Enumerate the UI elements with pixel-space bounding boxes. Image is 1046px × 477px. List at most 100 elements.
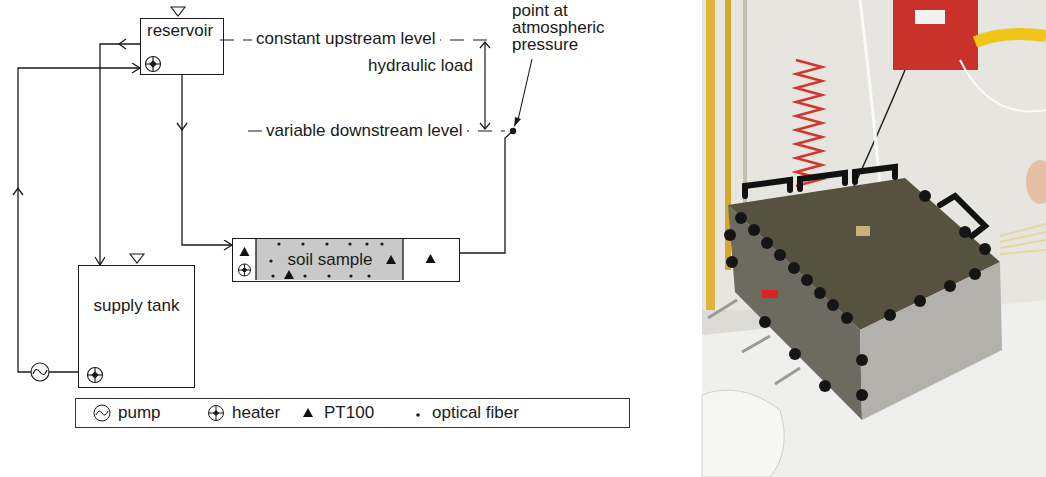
lab-photo-part-part — [856, 354, 868, 366]
lab-photo-part — [702, 0, 1046, 477]
leader-arrow — [514, 59, 532, 127]
lab-photo-part-part — [855, 167, 895, 182]
lab-photo-part-part — [726, 256, 738, 268]
chamber-wall — [255, 239, 256, 280]
lab-photo-part-part — [708, 300, 737, 318]
lab-photo-part-part — [1000, 250, 1046, 254]
pipe-connector — [182, 75, 232, 245]
leader-arrow-part — [514, 117, 521, 127]
flow-chevrons — [13, 39, 187, 195]
lab-photo-part-part — [814, 287, 826, 299]
pump-symbol-part — [31, 363, 49, 381]
heater-symbol — [88, 57, 161, 383]
legend-label: heater — [232, 403, 280, 423]
pump-symbol — [31, 363, 49, 381]
lab-photo-part-part — [801, 274, 813, 286]
heater-symbol-part — [150, 61, 156, 67]
lab-photo-part-part — [735, 212, 747, 224]
water-level-symbol-part — [130, 254, 144, 263]
hydraulic-load-arrow-part — [484, 42, 485, 129]
lab-photo-part-part — [742, 336, 770, 352]
water-level-symbol-part — [171, 7, 185, 16]
lab-photo-part-part — [761, 237, 773, 249]
lab-photo-part — [1026, 160, 1046, 204]
leader-arrow-part — [518, 59, 532, 120]
level-label: variable downstream level — [262, 121, 467, 141]
legend-symbol-part — [94, 405, 110, 421]
hydraulic-load-arrow-part — [480, 42, 490, 48]
optical-fiber-dot — [327, 274, 330, 277]
legend-box: pumpheaterPT100optical fiber — [75, 398, 630, 428]
lab-photo-part — [893, 0, 978, 70]
legend-symbol-part — [416, 413, 420, 417]
water-level-symbol — [130, 7, 185, 263]
lab-photo-part-part — [759, 316, 771, 328]
pt100-sensor — [426, 254, 436, 263]
lab-photo-part-part — [979, 243, 991, 255]
lab-photo-part — [856, 226, 870, 236]
legend-symbol-part — [209, 406, 224, 421]
legend-symbol-part — [96, 411, 108, 415]
lab-photo-part-part — [788, 262, 800, 274]
heater-symbol-part — [92, 372, 98, 378]
legend-symbol-part — [303, 408, 313, 417]
node-title: soil sample — [287, 250, 372, 270]
optical-fiber-dot — [380, 242, 383, 245]
lab-photo-part-part — [969, 268, 981, 280]
hydraulic-load-arrow-part — [480, 123, 490, 129]
node-title: supply tank — [94, 296, 180, 316]
legend-entry: optical fiber — [406, 399, 519, 427]
pt100-sensor — [240, 247, 250, 256]
lab-photo-part-part — [856, 389, 868, 401]
optical-fiber-dot — [271, 274, 274, 277]
supply-tank-box: supply tank — [78, 265, 195, 388]
lab-photo-part-part — [1000, 240, 1046, 248]
lab-photo-part — [860, 262, 1002, 420]
lab-photo-part — [975, 34, 1046, 42]
optical-fiber-dot — [349, 274, 352, 277]
lab-photo-part — [762, 290, 778, 298]
lab-photo-part-part — [819, 380, 831, 392]
optical-fiber-dot — [367, 274, 370, 277]
heater-symbol-part — [239, 264, 251, 276]
lab-photo-part-part — [774, 249, 786, 261]
lab-photo-part-part — [884, 309, 896, 321]
reservoir-box: reservoir — [140, 18, 224, 75]
optical-fiber-dot — [269, 259, 272, 262]
level-label: constant upstream level — [252, 29, 440, 49]
lab-photo-part — [960, 60, 1046, 111]
lab-photo-part-part — [789, 348, 801, 360]
heater-symbol-part — [146, 57, 161, 72]
heater-symbol — [239, 264, 251, 276]
legend-entry: pump — [92, 399, 161, 427]
lab-photo-part — [708, 300, 800, 384]
pt100-sensor — [284, 270, 294, 279]
soil-fill — [256, 239, 403, 280]
lab-photo-part-part — [800, 173, 845, 189]
heater-symbol-part — [88, 368, 103, 383]
lab-photo-part-part — [959, 226, 971, 238]
pump-symbol-part — [33, 369, 47, 374]
heater-symbol-part — [242, 268, 247, 273]
optical-fiber-dot — [301, 242, 304, 245]
pt100-sensor — [386, 255, 396, 264]
legend-symbol — [298, 403, 318, 423]
outlet-pipe — [460, 131, 513, 253]
outlet-pipe-part — [460, 131, 513, 253]
pipe-group — [18, 44, 232, 372]
node-title: reservoir — [147, 21, 213, 41]
optical-fiber-dot — [303, 274, 306, 277]
legend-symbol — [406, 403, 426, 423]
legend-symbol-part — [213, 410, 219, 416]
legend-entry: heater — [206, 399, 280, 427]
lab-photo-part-part — [775, 368, 800, 384]
lab-photo-part — [860, 0, 880, 185]
lab-photo-part — [706, 0, 715, 310]
lab-photo-part-part — [919, 190, 931, 202]
lab-photo — [702, 0, 1046, 477]
lab-photo-part-part — [914, 295, 926, 307]
flow-chevrons-part — [177, 123, 187, 130]
flow-chevrons-part — [13, 188, 23, 195]
legend-label: optical fiber — [432, 403, 519, 423]
